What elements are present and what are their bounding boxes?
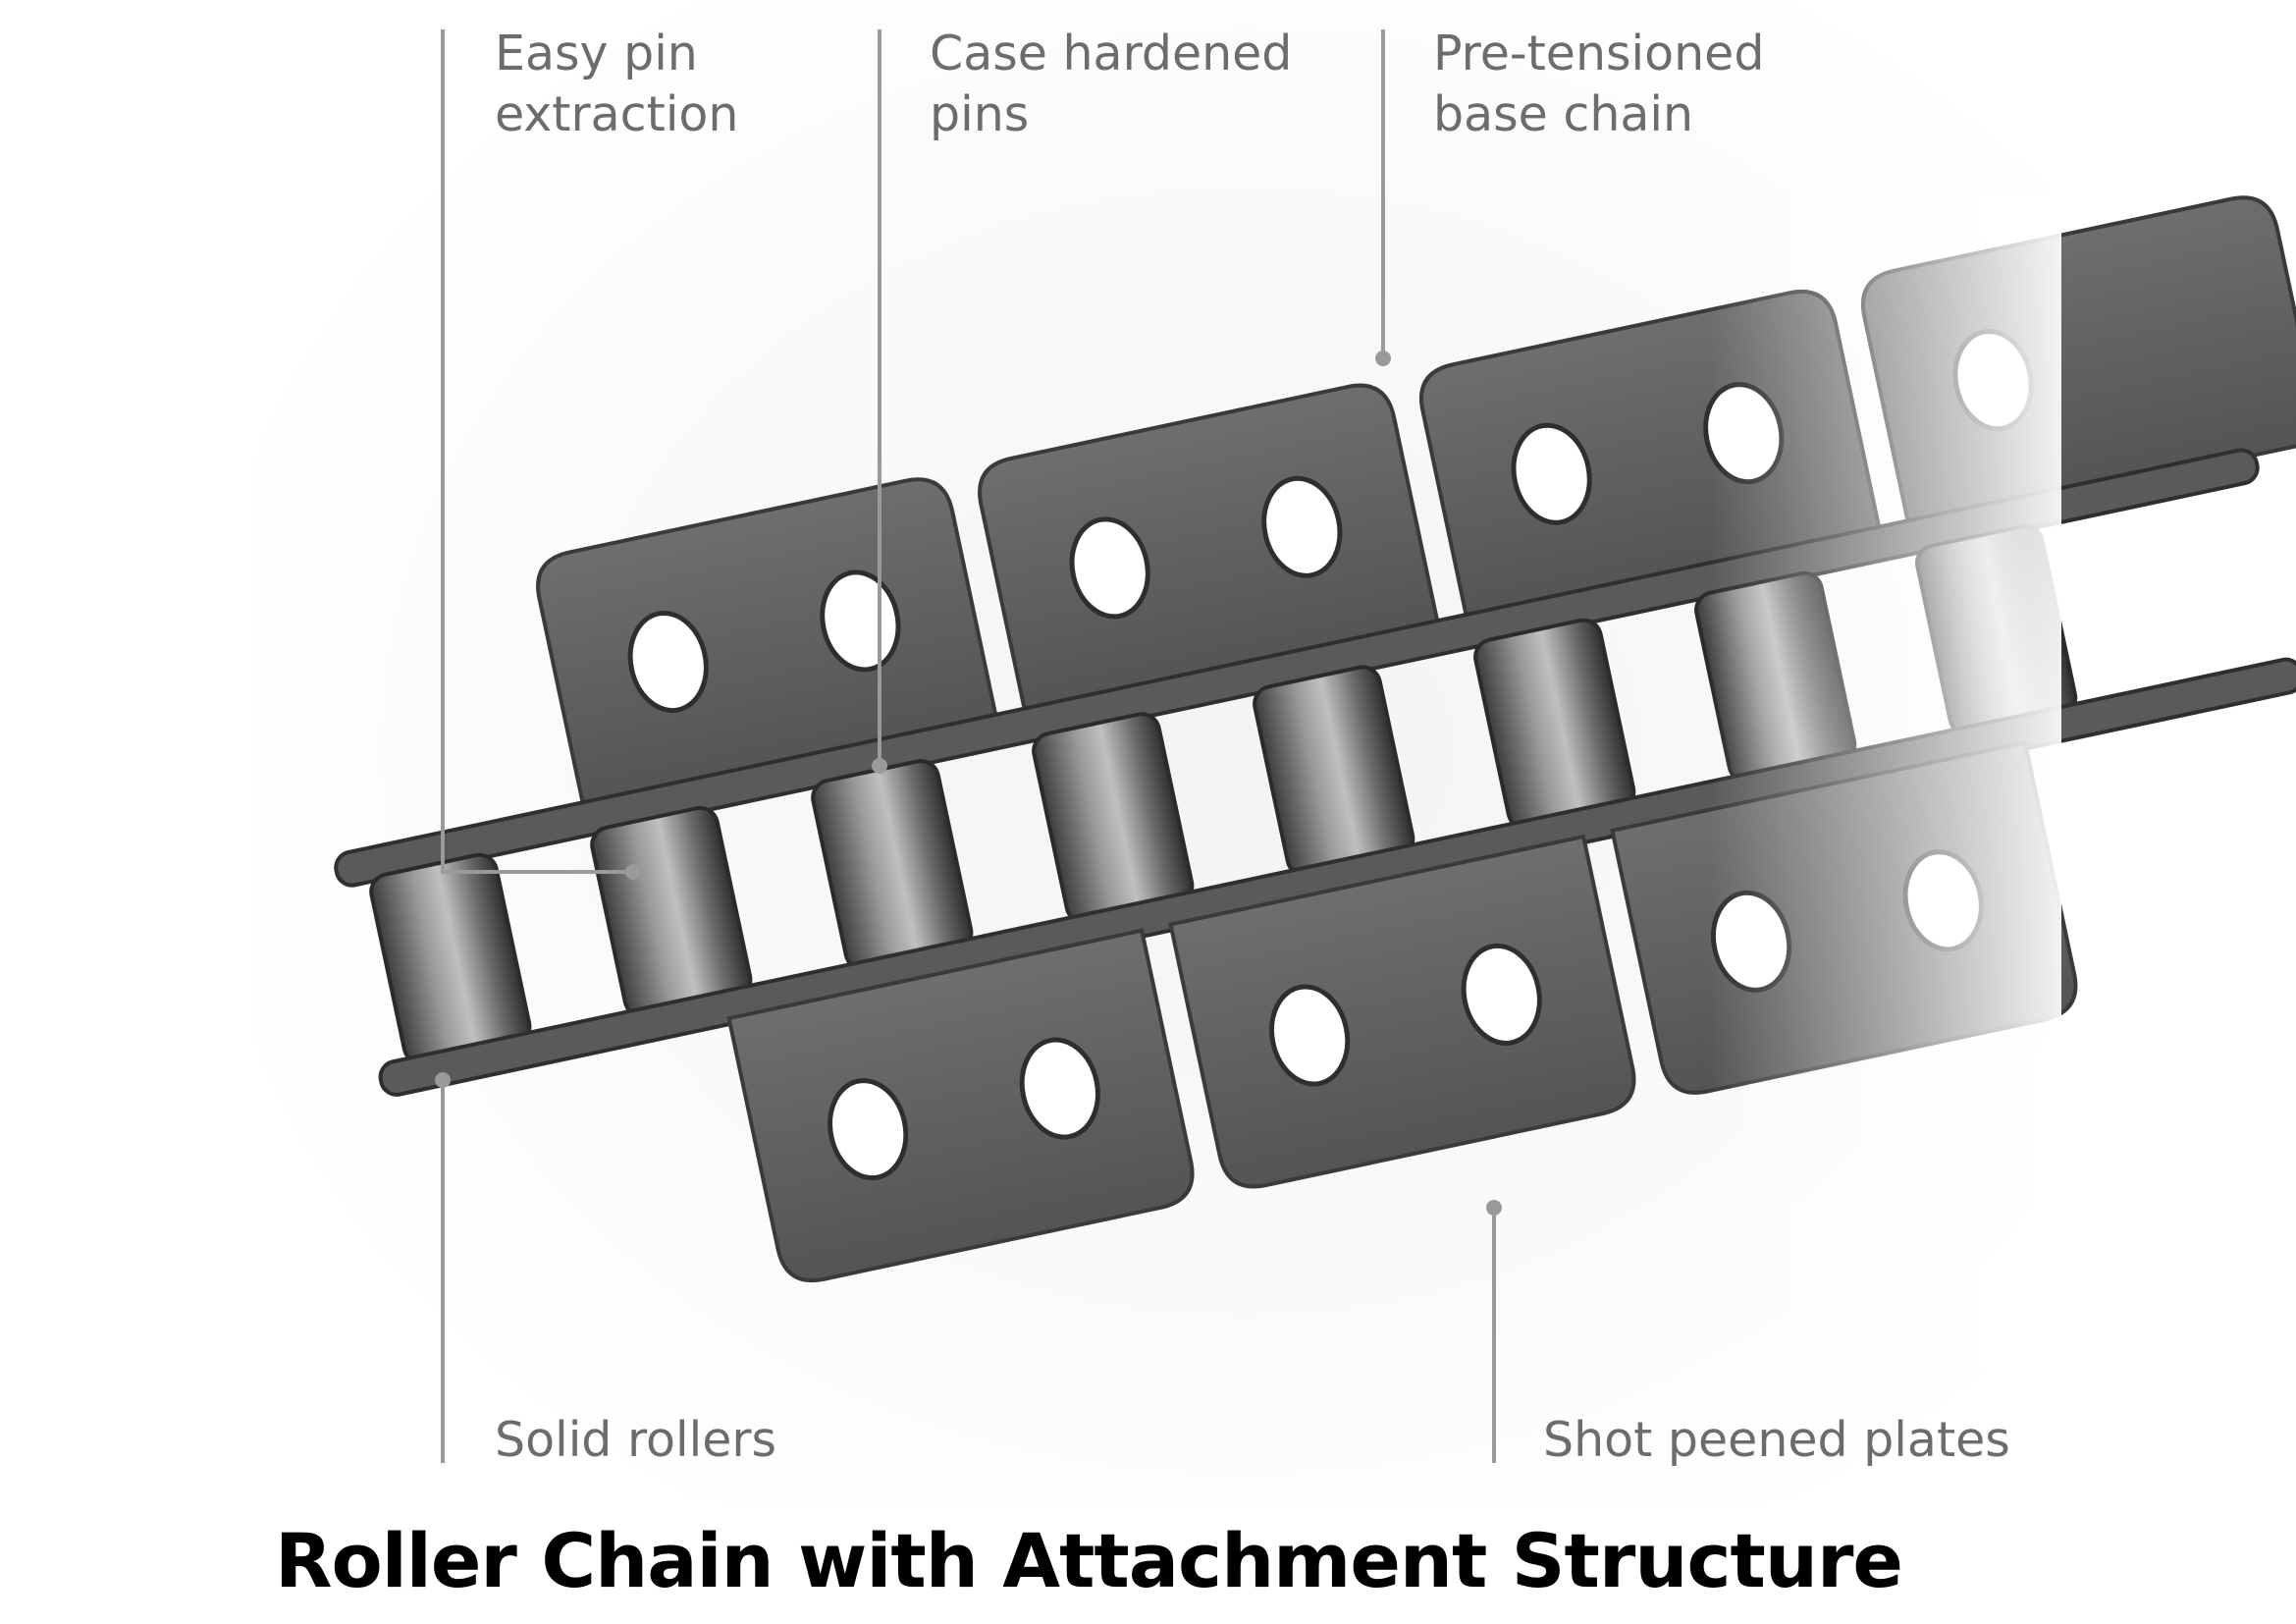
callout-line-1: Solid rollers <box>495 1412 777 1468</box>
right-fade-overlay <box>1276 196 2061 1375</box>
leader-dot-shot-peened <box>1486 1200 1502 1216</box>
callout-line-2: extraction <box>495 86 739 142</box>
callout-line-2: base chain <box>1433 86 1694 142</box>
callout-solid-rollers: Solid rollers <box>495 1410 776 1471</box>
callout-line-1: Easy pin <box>495 26 698 81</box>
figure-caption: Roller Chain with Attachment Structure <box>275 1517 1903 1604</box>
leader-lines <box>435 29 1502 1463</box>
leader-dot-solid-rollers <box>435 1072 451 1088</box>
callout-shot-peened-plates: Shot peened plates <box>1543 1410 2010 1471</box>
callout-line-1: Shot peened plates <box>1543 1412 2010 1468</box>
callout-pre-tensioned-base-chain: Pre-tensioned base chain <box>1433 24 1764 145</box>
leader-easy-pin <box>441 29 633 874</box>
leader-dot-easy-pin <box>625 864 641 880</box>
leader-dot-case-hardened <box>872 758 887 774</box>
callout-line-1: Case hardened <box>930 26 1293 81</box>
callout-line-1: Pre-tensioned <box>1433 26 1765 81</box>
callout-easy-pin-extraction: Easy pin extraction <box>495 24 738 145</box>
callout-line-2: pins <box>930 86 1030 142</box>
leader-dot-pre-tensioned <box>1375 351 1391 366</box>
callout-case-hardened-pins: Case hardened pins <box>930 24 1292 145</box>
